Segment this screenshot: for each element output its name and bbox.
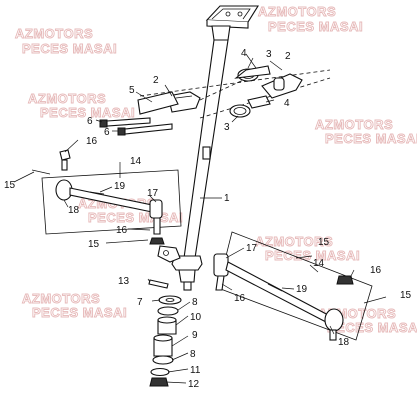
callout-labels: 1 2 2 3 3 4 4 5 6 6 7 8 8 9 10 11 12 13 …	[4, 48, 412, 390]
callout-1: 1	[224, 193, 230, 204]
clamp-bolt-lower	[117, 123, 173, 136]
callout-7: 7	[137, 297, 143, 308]
callout-15: 15	[318, 237, 330, 248]
callout-16: 16	[86, 136, 98, 147]
callout-16: 16	[370, 265, 382, 276]
watermark-center-right: AZMOTORS PECES MASAI	[255, 234, 360, 264]
callout-3: 3	[266, 49, 272, 60]
svg-text:PECES MASAI: PECES MASAI	[325, 131, 417, 146]
svg-text:PECES MASAI: PECES MASAI	[40, 105, 135, 120]
svg-text:PECES MASAI: PECES MASAI	[32, 305, 127, 320]
callout-11: 11	[190, 365, 201, 376]
callout-19: 19	[296, 284, 308, 295]
callout-12: 12	[188, 379, 200, 390]
callout-8: 8	[192, 297, 198, 308]
svg-text:AZMOTORS: AZMOTORS	[255, 234, 333, 249]
callout-19: 19	[114, 181, 126, 192]
callout-18: 18	[338, 337, 350, 348]
svg-text:PECES MASAI: PECES MASAI	[88, 210, 183, 225]
callout-16: 16	[116, 225, 128, 236]
callout-14: 14	[313, 258, 325, 269]
upper-clamp-assembly	[99, 65, 331, 136]
callout-2: 2	[153, 75, 159, 86]
right-tie-rod-group	[213, 231, 387, 341]
svg-text:AZMOTORS: AZMOTORS	[22, 291, 100, 306]
callout-2: 2	[285, 51, 291, 62]
svg-text:PECES MASAI: PECES MASAI	[268, 19, 363, 34]
watermark-bottom-left: AZMOTORS PECES MASAI	[22, 291, 127, 321]
callout-9: 9	[192, 330, 198, 341]
callout-13: 13	[118, 276, 130, 287]
watermark-top-right: AZMOTORS PECES MASAI	[258, 4, 363, 35]
callout-16: 16	[234, 293, 246, 304]
clamp-bolt-upper	[99, 117, 151, 128]
callout-8: 8	[190, 349, 196, 360]
callout-4: 4	[284, 98, 290, 109]
callout-17: 17	[246, 243, 258, 254]
callout-5: 5	[129, 85, 135, 96]
svg-text:PECES MASAI: PECES MASAI	[327, 320, 417, 335]
callout-18: 18	[68, 205, 80, 216]
watermark-top-left: AZMOTORS PECES MASAI	[15, 26, 117, 57]
svg-text:AZMOTORS: AZMOTORS	[258, 4, 336, 19]
leader-lines	[13, 53, 355, 384]
steering-column	[157, 5, 259, 291]
watermark-mid-right: AZMOTORS PECES MASAI	[315, 117, 417, 147]
callout-15: 15	[400, 290, 412, 301]
watermark-mid-left: AZMOTORS PECES MASAI	[28, 91, 135, 121]
callout-14: 14	[130, 156, 142, 167]
svg-text:AZMOTORS: AZMOTORS	[315, 117, 393, 132]
svg-text:AZMOTORS: AZMOTORS	[15, 26, 93, 41]
callout-15: 15	[4, 180, 16, 191]
callout-10: 10	[190, 312, 202, 323]
svg-text:PECES MASAI: PECES MASAI	[265, 248, 360, 263]
callout-17: 17	[147, 188, 159, 199]
callout-3: 3	[224, 122, 230, 133]
callout-15: 15	[88, 239, 100, 250]
callout-4: 4	[241, 48, 247, 59]
lower-parts-stack	[148, 279, 182, 387]
svg-text:AZMOTORS: AZMOTORS	[28, 91, 106, 106]
svg-text:PECES MASAI: PECES MASAI	[22, 41, 117, 56]
callout-6: 6	[87, 116, 93, 127]
callout-6: 6	[104, 127, 110, 138]
left-tie-rod-group	[31, 149, 182, 245]
